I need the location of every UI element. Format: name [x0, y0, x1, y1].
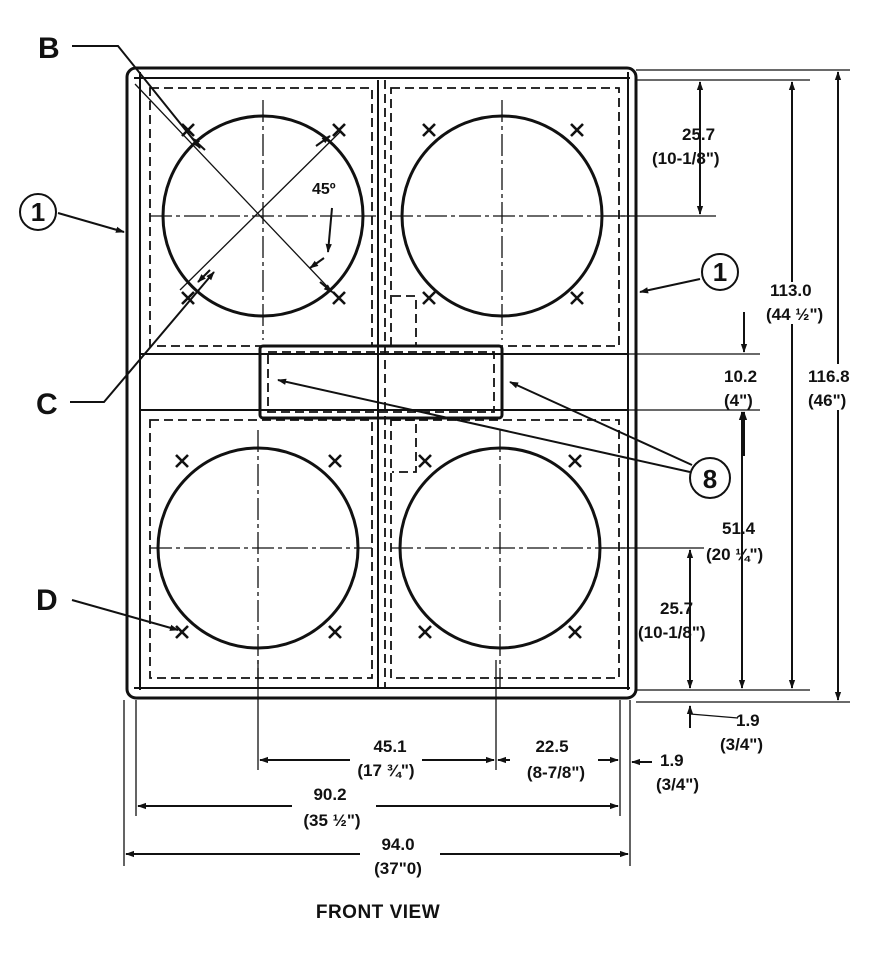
mounting-hole	[568, 625, 582, 639]
dim-overall-width-mm: 94.0	[381, 835, 414, 854]
dim-inner-height-in: (44 ½")	[766, 305, 823, 324]
cabinet-outer-frame	[125, 66, 638, 700]
mounting-hole	[332, 291, 346, 305]
mounting-hole	[418, 625, 432, 639]
callout-eight: 8	[277, 378, 731, 499]
mounting-hole	[328, 454, 342, 468]
callout-one-left-label: 1	[31, 197, 45, 227]
callout-b: B	[38, 32, 201, 149]
callout-b-label: B	[38, 32, 60, 65]
mounting-hole	[175, 454, 189, 468]
drawing-caption: FRONT VIEW	[316, 902, 440, 923]
mounting-hole	[181, 123, 195, 137]
dim-overall-width: 94.0 (37"0)	[125, 834, 629, 880]
mounting-hole	[332, 123, 346, 137]
callout-one-left: 1	[19, 193, 125, 233]
dim-lower-section: 51.4 (20 ¼")	[706, 411, 763, 689]
dim-driver-spacing: 45.1 (17 ¾")	[259, 736, 495, 784]
dim-lower-section-mm: 51.4	[722, 519, 756, 538]
mounting-hole	[422, 123, 436, 137]
dim-driver-spacing-in: (17 ¾")	[357, 761, 414, 780]
dim-inner-height-mm: 113.0	[770, 281, 812, 300]
dim-overall-width-in: (37"0)	[374, 859, 422, 878]
angle-indicator: 45º	[191, 135, 336, 293]
mounting-hole	[328, 625, 342, 639]
mounting-hole	[181, 291, 195, 305]
drivers	[134, 83, 630, 688]
mounting-hole	[570, 291, 584, 305]
mounting-hole	[422, 291, 436, 305]
dim-driver-spacing-mm: 45.1	[373, 737, 406, 756]
driver-bottom-right	[391, 430, 630, 688]
dim-top-driver-offset-in: (10-1/8")	[652, 149, 720, 168]
dim-side-trim: 1.9 (3/4")	[631, 751, 699, 794]
dim-bottom-trim-in: (3/4")	[720, 735, 763, 754]
mounting-holes	[175, 123, 584, 639]
dim-overall-height: 116.8 (46")	[806, 71, 866, 701]
mounting-hole	[418, 454, 432, 468]
callout-eight-label: 8	[703, 464, 717, 494]
dim-driver-to-edge-in: (8-7/8")	[527, 763, 585, 782]
dim-side-trim-mm: 1.9	[660, 751, 684, 770]
driver-bottom-left	[150, 430, 372, 688]
panel-bottom-right	[390, 419, 620, 679]
dim-lower-section-in: (20 ¼")	[706, 545, 763, 564]
dim-port-height: 10.2 (4")	[724, 312, 757, 456]
mounting-hole	[175, 625, 189, 639]
dim-inner-width-in: (35 ½")	[303, 811, 360, 830]
dim-bottom-trim: 1.9 (3/4")	[686, 705, 763, 754]
dim-bottom-trim-mm: 1.9	[736, 711, 760, 730]
dim-driver-to-edge: 22.5 (8-7/8")	[497, 737, 619, 786]
dim-bottom-driver-offset-in: (10-1/8")	[638, 623, 706, 642]
dim-overall-height-mm: 116.8	[808, 367, 850, 386]
driver-top-left	[134, 83, 378, 340]
dim-top-driver-offset: 25.7 (10-1/8")	[652, 81, 720, 215]
callout-one-right: 1	[639, 253, 739, 294]
driver-top-right	[391, 100, 630, 340]
angle-label: 45º	[312, 181, 336, 198]
dim-port-height-in: (4")	[724, 391, 753, 410]
callout-c-label: C	[36, 388, 58, 421]
dim-inner-width-mm: 90.2	[313, 785, 346, 804]
cabinet	[125, 66, 638, 700]
panel-bottom-left	[149, 419, 373, 679]
dim-bottom-driver-offset-mm: 25.7	[660, 599, 693, 618]
dim-bottom-extension-lines	[123, 660, 631, 866]
dim-overall-height-in: (46")	[808, 391, 846, 410]
dim-top-driver-offset-mm: 25.7	[682, 125, 715, 144]
callout-c: C	[36, 271, 215, 421]
callout-d-label: D	[36, 584, 58, 617]
panel-top-right	[390, 87, 620, 347]
dim-driver-to-edge-mm: 22.5	[535, 737, 568, 756]
dim-port-height-mm: 10.2	[724, 367, 757, 386]
callout-d: D	[36, 584, 179, 631]
mounting-hole	[570, 123, 584, 137]
dim-bottom-driver-offset: 25.7 (10-1/8")	[638, 549, 706, 689]
dim-side-trim-in: (3/4")	[656, 775, 699, 794]
port-frame	[258, 344, 504, 420]
dim-inner-width: 90.2 (35 ½")	[137, 784, 619, 830]
mounting-hole	[568, 454, 582, 468]
dim-extension-lines	[600, 69, 850, 703]
dim-inner-height: 113.0 (44 ½")	[766, 81, 828, 689]
callout-one-right-label: 1	[713, 257, 727, 287]
